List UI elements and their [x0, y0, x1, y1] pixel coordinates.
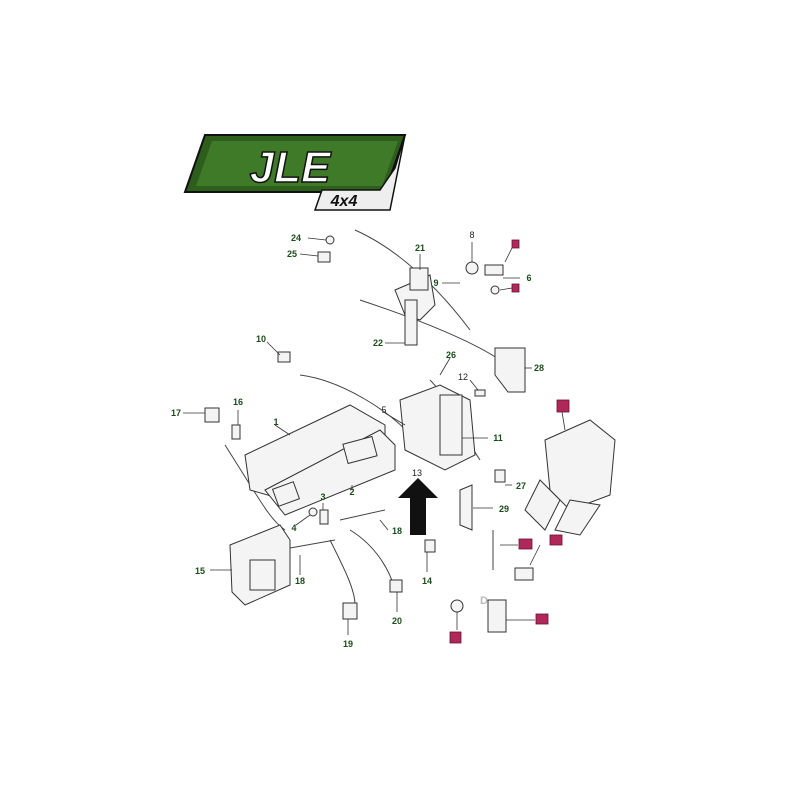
callout-3: 3: [320, 492, 325, 502]
logo-brand: JLE: [250, 143, 332, 192]
small-fixings: [204, 235, 534, 633]
callout-18-left: 18: [295, 576, 305, 586]
callout-2: 2: [349, 487, 354, 497]
callout-22: 22: [373, 338, 383, 348]
marker-grommet: [449, 631, 462, 644]
callout-10: 10: [256, 334, 266, 344]
callout-14: 14: [422, 576, 432, 586]
callout-20: 20: [392, 616, 402, 626]
callout-5: 5: [381, 405, 386, 415]
part-outer-handle: [244, 404, 396, 516]
callout-25: 25: [287, 249, 297, 259]
highlighted-markers: [449, 239, 570, 644]
callout-29: 29: [499, 504, 509, 514]
marker-actuator: [535, 613, 549, 625]
callout-12: 12: [458, 372, 468, 382]
direction-arrow: [398, 478, 438, 535]
jle-logo: JLE 4x4: [183, 134, 407, 211]
callout-13: 13: [412, 468, 422, 478]
part-rods: [289, 509, 386, 549]
callout-labels: 24 25 21 8 9 6 22 10 26 28 12 17 16 1 5 …: [171, 230, 544, 649]
callout-15: 15: [195, 566, 205, 576]
callout-18-right: 18: [392, 526, 402, 536]
part-door-latch: [524, 419, 616, 536]
callout-8: 8: [469, 230, 474, 240]
logo-sub: 4x4: [330, 193, 358, 210]
callout-1: 1: [273, 417, 278, 427]
callout-16: 16: [233, 397, 243, 407]
callout-D: D: [480, 595, 488, 607]
callout-9: 9: [433, 278, 438, 288]
callout-4: 4: [291, 523, 296, 533]
callout-24: 24: [291, 233, 301, 243]
part-plate: [494, 347, 526, 393]
part-bracket: [459, 484, 473, 531]
part-lock-mechanism: [399, 384, 476, 471]
callout-17: 17: [171, 408, 181, 418]
marker-7a: [511, 239, 520, 249]
callout-6: 6: [526, 273, 531, 283]
marker-clip: [549, 534, 563, 546]
callout-27: 27: [516, 481, 526, 491]
leader-lines: [183, 237, 566, 635]
callout-11: 11: [493, 433, 503, 443]
callout-21: 21: [415, 243, 425, 253]
marker-7b: [511, 283, 520, 293]
callout-19: 19: [343, 639, 353, 649]
marker-latch: [556, 399, 570, 413]
callout-26: 26: [446, 350, 456, 360]
callout-28: 28: [534, 363, 544, 373]
part-latch-upper: [394, 267, 436, 346]
marker-rod: [518, 538, 533, 550]
part-inner-handle: [229, 524, 291, 606]
